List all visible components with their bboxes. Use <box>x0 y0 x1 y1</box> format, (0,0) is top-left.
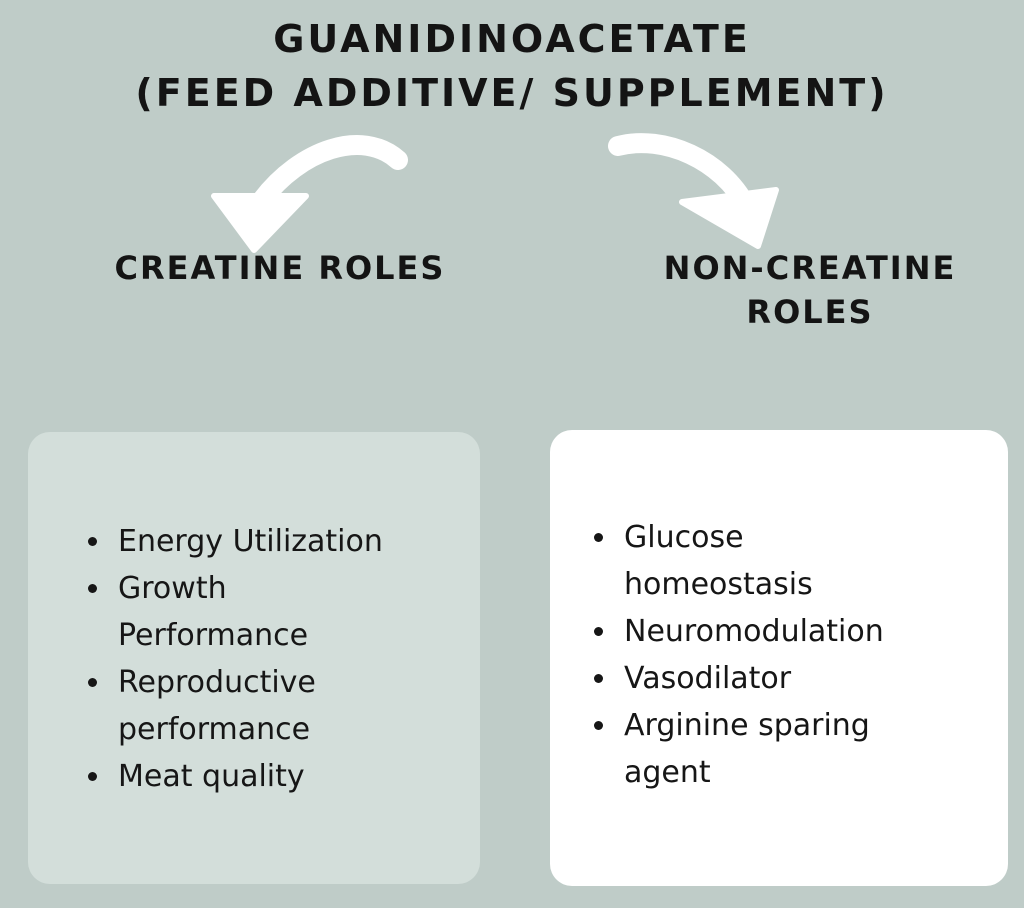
item-line: Performance <box>118 618 309 653</box>
item-line: performance <box>118 712 311 747</box>
list-item: Glucose homeostasis <box>590 514 990 608</box>
creatine-roles-box: Energy Utilization Growth Performance Re… <box>28 432 480 884</box>
list-item: Vasodilator <box>590 655 990 702</box>
item-line: Growth <box>118 571 227 606</box>
list-item: Reproductive performance <box>84 659 472 753</box>
item-line: agent <box>624 755 711 790</box>
item-line: homeostasis <box>624 567 813 602</box>
item-line: Neuromodulation <box>624 614 884 649</box>
creatine-roles-list: Energy Utilization Growth Performance Re… <box>84 518 472 800</box>
item-line: Arginine sparing <box>624 708 870 743</box>
non-creatine-heading-line-2: ROLES <box>746 293 874 331</box>
item-line: Vasodilator <box>624 661 792 696</box>
item-line: Energy Utilization <box>118 524 383 559</box>
title-line-2: (FEED ADDITIVE/ SUPPLEMENT) <box>135 71 889 115</box>
curved-arrow-right-icon <box>608 133 779 249</box>
title-line-1: GUANIDINOACETATE <box>273 17 751 61</box>
list-item: Neuromodulation <box>590 608 990 655</box>
non-creatine-roles-box: Glucose homeostasis Neuromodulation Vaso… <box>550 430 1008 886</box>
non-creatine-heading-line-1: NON-CREATINE <box>663 249 957 287</box>
curved-arrow-left-icon <box>211 135 408 253</box>
item-line: Meat quality <box>118 759 305 794</box>
list-item: Arginine sparing agent <box>590 702 990 796</box>
diagram-title: GUANIDINOACETATE (FEED ADDITIVE/ SUPPLEM… <box>0 12 1024 120</box>
list-item: Meat quality <box>84 753 472 800</box>
list-item: Growth Performance <box>84 565 472 659</box>
item-line: Reproductive <box>118 665 316 700</box>
creatine-roles-heading: CREATINE ROLES <box>40 246 520 290</box>
creatine-heading-text: CREATINE ROLES <box>114 249 446 287</box>
non-creatine-roles-heading: NON-CREATINE ROLES <box>560 246 1024 334</box>
non-creatine-roles-list: Glucose homeostasis Neuromodulation Vaso… <box>590 514 990 796</box>
item-line: Glucose <box>624 520 744 555</box>
list-item: Energy Utilization <box>84 518 472 565</box>
